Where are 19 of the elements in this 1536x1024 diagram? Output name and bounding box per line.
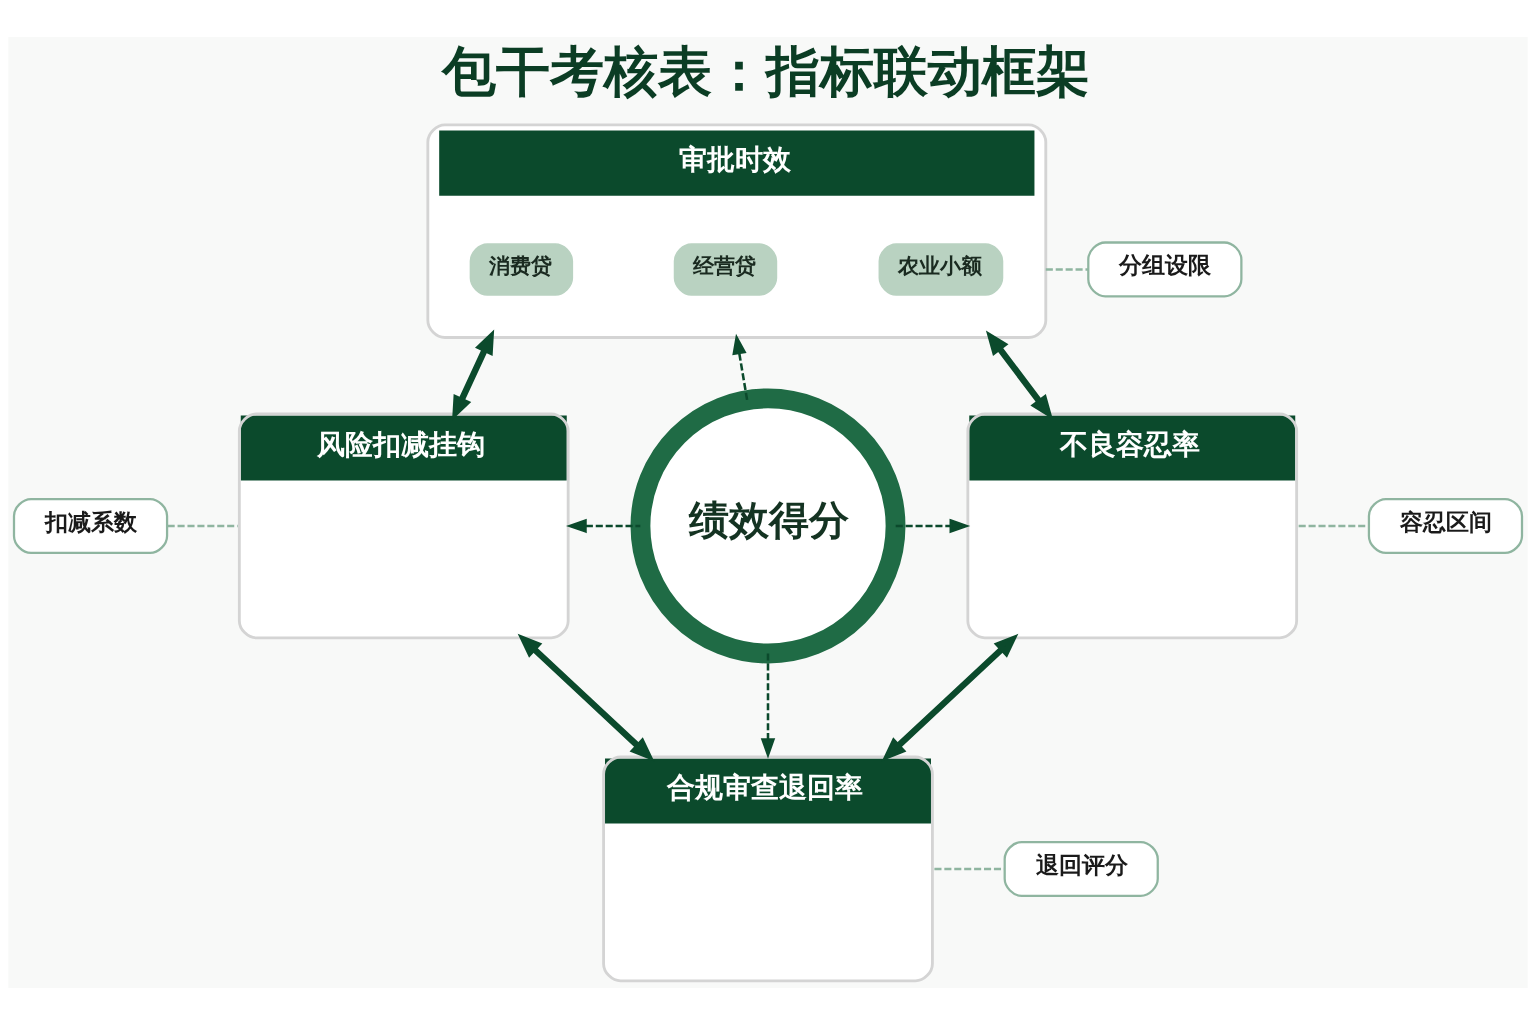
node-circle: 绩效得分 [630,388,906,663]
arrow [895,518,971,533]
connector [167,524,238,527]
arrow [760,653,776,759]
arrow [732,333,749,400]
arrow [566,518,641,533]
node-box: 扣减系数 [12,497,169,554]
node-box: 退回评分 [1003,840,1159,897]
node-box: 分组设限 [1087,240,1243,297]
node-box: 消费贷 [469,242,574,296]
connector [1045,267,1089,271]
node-box: 经营贷 [673,242,778,296]
arrow [985,330,1053,419]
node-box: 容忍区间 [1367,497,1524,554]
connector [1298,524,1369,527]
arrow [517,633,655,761]
arrow [881,633,1019,761]
diagram-title: 包干考核表：指标联动框架 [442,39,1091,103]
node-box: 农业小额 [878,242,1004,296]
